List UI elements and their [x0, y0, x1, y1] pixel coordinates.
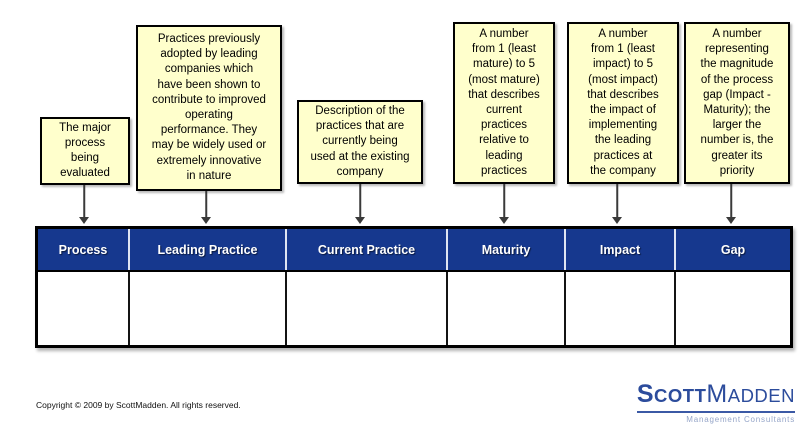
table-cell-gap [674, 272, 790, 345]
callout-impact: A number from 1 (least impact) to 5 (mos… [567, 22, 679, 184]
table-cell-process [38, 272, 128, 345]
logo-tagline: Management Consultants [686, 415, 795, 424]
callout-leading-practice: Practices previously adopted by leading … [136, 25, 282, 191]
column-header-impact: Impact [564, 229, 674, 270]
column-header-process: Process [58, 242, 108, 257]
scottmadden-logo-text: SCOTTMADDEN [636, 380, 795, 413]
down-arrow-icon [499, 184, 509, 224]
table-cell-leading-practice [128, 272, 285, 345]
column-header-gap: Gap [674, 229, 790, 270]
column-header-current-practice: Current Practice [285, 229, 446, 270]
down-arrow-icon [726, 184, 736, 224]
table-cell-current-practice [285, 272, 446, 345]
callout-process: The major process being evaluated [40, 117, 130, 185]
scottmadden-logo: SCOTTMADDEN Management Consultants [636, 380, 795, 424]
column-header-leading-practice: Leading Practice [128, 229, 285, 270]
practice-gap-table: Process Leading Practice Current Practic… [35, 226, 793, 348]
table-row [38, 272, 790, 345]
copyright-notice: Copyright © 2009 by ScottMadden. All rig… [36, 400, 241, 410]
table-cell-maturity [446, 272, 564, 345]
table-header-row: Process Leading Practice Current Practic… [38, 229, 790, 272]
down-arrow-icon [79, 185, 89, 224]
logo-letters: COTT [654, 385, 707, 406]
down-arrow-icon [612, 184, 622, 224]
column-header-maturity: Maturity [446, 229, 564, 270]
logo-letter: M [706, 380, 728, 408]
callout-gap: A number representing the magnitude of t… [684, 22, 790, 184]
logo-letters: ADDEN [727, 385, 795, 406]
callout-current-practice: Description of the practices that are cu… [297, 100, 423, 184]
table-cell-impact [564, 272, 674, 345]
logo-letter: S [636, 380, 655, 408]
callout-maturity: A number from 1 (least mature) to 5 (mos… [453, 22, 555, 184]
down-arrow-icon [201, 191, 211, 224]
down-arrow-icon [355, 184, 365, 224]
